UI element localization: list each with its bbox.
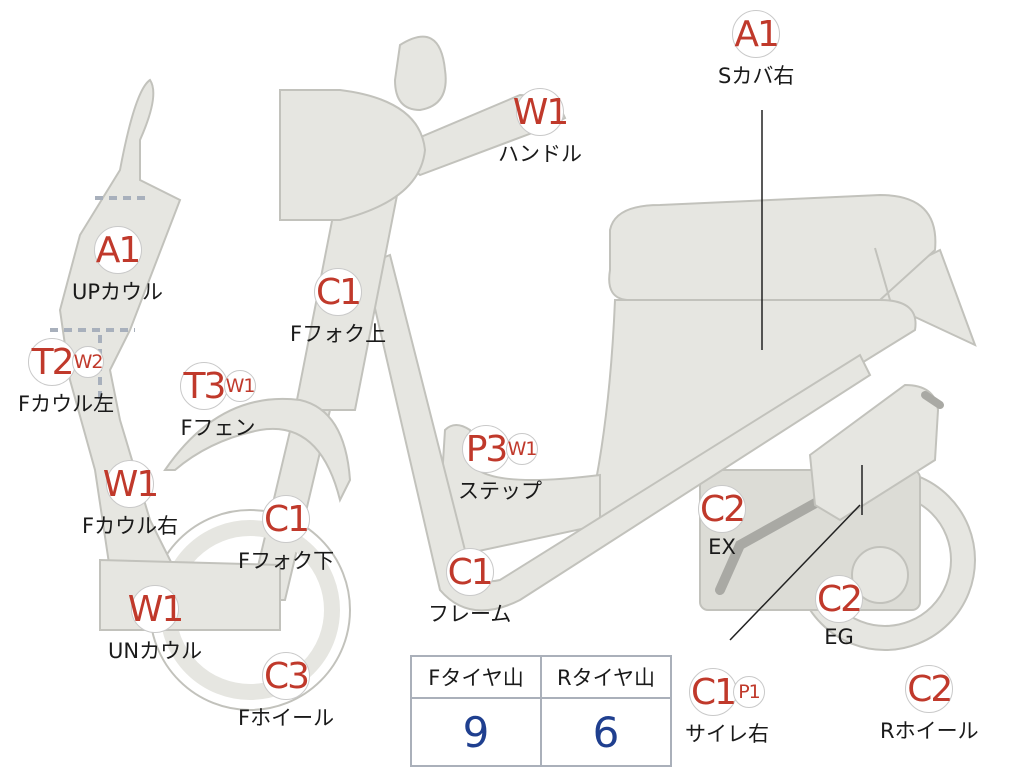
- label-f-fork-upper: C1 Fフォク上: [290, 268, 386, 348]
- damage-code: C2: [815, 575, 863, 623]
- part-name: Fホイール: [238, 706, 335, 730]
- label-un-cowl: W1 UNカウル: [108, 585, 202, 665]
- label-f-fork-lower: C1 Fフォク下: [238, 495, 334, 575]
- damage-code: C1: [262, 495, 310, 543]
- label-up-cowl: A1 UPカウル: [72, 226, 163, 306]
- label-frame: C1 フレーム: [428, 548, 511, 628]
- damage-code: C2: [905, 665, 953, 713]
- rear-tire-value: 6: [540, 697, 672, 767]
- label-step: P3 W1 ステップ: [458, 425, 542, 505]
- front-fender-shape: [163, 397, 352, 503]
- part-name: Fフェン: [180, 416, 256, 440]
- seat-shape: [608, 193, 937, 301]
- damage-code: A1: [93, 226, 142, 274]
- label-engine: C2 EG: [815, 575, 863, 649]
- headlight-shape: [279, 89, 427, 221]
- exhaust-pipe: [715, 490, 835, 595]
- part-name: EX: [708, 535, 736, 559]
- label-muffler-right: C1 P1 サイレ右: [685, 668, 769, 748]
- damage-code: T2: [28, 338, 77, 386]
- part-name: サイレ右: [685, 722, 769, 746]
- damage-code: C1: [445, 548, 494, 596]
- part-name: Rホイール: [880, 719, 979, 743]
- mirror-shape: [393, 35, 447, 112]
- part-name: ステップ: [458, 479, 542, 503]
- damage-code: C1: [314, 268, 362, 316]
- part-name: Fフォク上: [290, 322, 387, 346]
- damage-code-secondary: W1: [224, 370, 256, 402]
- damage-code: W1: [513, 88, 569, 136]
- damage-code: W1: [128, 585, 184, 633]
- label-f-cowl-right: W1 Fカウル右: [82, 460, 178, 540]
- label-r-wheel: C2 Rホイール: [880, 665, 979, 745]
- part-name: Fフォク下: [238, 549, 335, 573]
- seat-seam: [874, 247, 891, 301]
- tire-tread-table: Fタイヤ山 Rタイヤ山 9 6: [410, 655, 672, 767]
- rear-tire-header: Rタイヤ山: [540, 655, 672, 699]
- damage-code: T3: [180, 362, 228, 410]
- part-name: フレーム: [428, 602, 512, 626]
- damage-code: A1: [732, 10, 781, 58]
- label-handle: W1 ハンドル: [498, 88, 582, 168]
- label-f-cowl-left: T2 W2 Fカウル左: [18, 338, 114, 418]
- part-name: Sカバ右: [718, 64, 795, 88]
- damage-code: W1: [103, 460, 159, 508]
- damage-code: P3: [462, 425, 510, 473]
- label-f-fender: T3 W1 Fフェン: [180, 362, 256, 442]
- damage-code: C2: [698, 485, 746, 533]
- muffler-tip: [921, 391, 944, 409]
- damage-code-secondary: W1: [506, 433, 538, 465]
- damage-code: C3: [262, 652, 310, 700]
- part-name: ハンドル: [498, 142, 582, 166]
- part-name: EG: [824, 625, 854, 649]
- front-tire-header: Fタイヤ山: [410, 655, 542, 699]
- part-name: Fカウル左: [18, 392, 115, 416]
- label-f-wheel: C3 Fホイール: [238, 652, 334, 732]
- damage-code-secondary: W2: [72, 346, 105, 378]
- part-name: UNカウル: [108, 639, 203, 663]
- damage-code: C1: [689, 668, 737, 716]
- front-tire-value: 9: [410, 697, 542, 767]
- label-s-cover-right: A1 Sカバ右: [718, 10, 794, 90]
- leader-line-muffler: [729, 504, 861, 641]
- engine-hub: [851, 546, 909, 604]
- part-name: UPカウル: [72, 280, 164, 304]
- part-name: Fカウル右: [82, 514, 179, 538]
- damage-code-secondary: P1: [733, 676, 765, 708]
- label-exhaust: C2 EX: [698, 485, 746, 559]
